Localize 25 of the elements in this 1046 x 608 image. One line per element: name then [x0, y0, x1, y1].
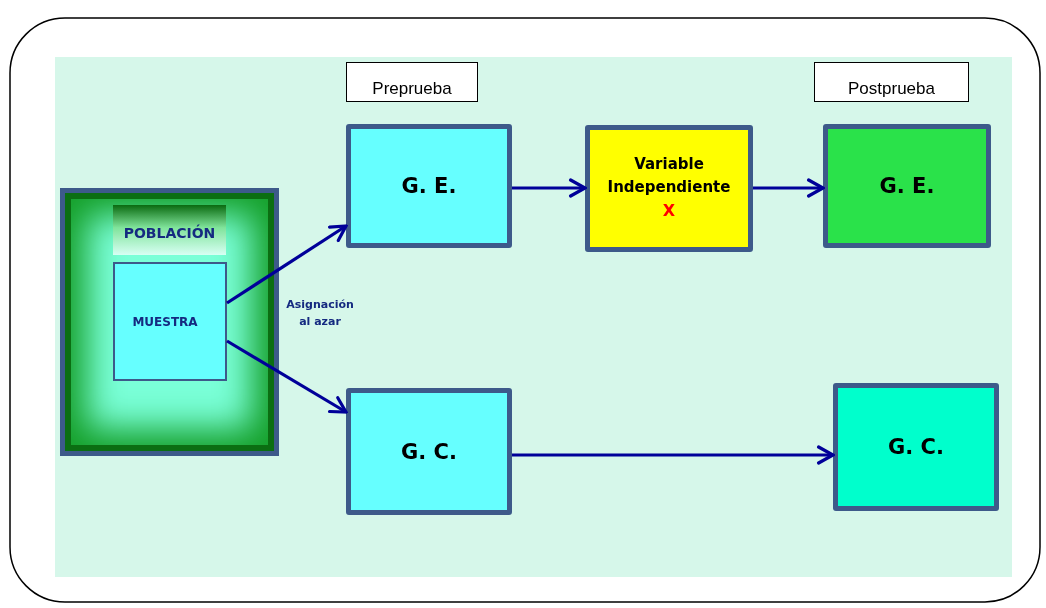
header-box — [814, 62, 969, 102]
box-label: MUESTRA — [132, 314, 198, 329]
group-box — [346, 388, 512, 515]
header-label: Preprueba — [372, 79, 452, 99]
group-box — [823, 124, 991, 248]
variable-symbol: X — [662, 200, 676, 223]
arrow — [226, 339, 348, 414]
box-label: G. E. — [879, 174, 935, 198]
arrow — [512, 445, 835, 465]
arrow — [512, 178, 587, 198]
box-label: G. E. — [401, 174, 457, 198]
group-box — [833, 383, 999, 511]
box-label: G. C. — [888, 435, 944, 459]
box-label: Variable Independiente — [606, 153, 732, 199]
header-label: Postprueba — [848, 79, 935, 99]
arrow — [753, 178, 825, 198]
sample-box — [113, 262, 227, 381]
header-box — [346, 62, 478, 102]
variable-box — [585, 125, 753, 252]
population-title: POBLACIÓN — [113, 205, 226, 255]
population-box — [60, 188, 279, 456]
assignment-note: Asignación al azar — [285, 297, 355, 331]
arrow — [226, 224, 348, 305]
group-box — [346, 124, 512, 248]
box-label: G. C. — [401, 439, 457, 464]
